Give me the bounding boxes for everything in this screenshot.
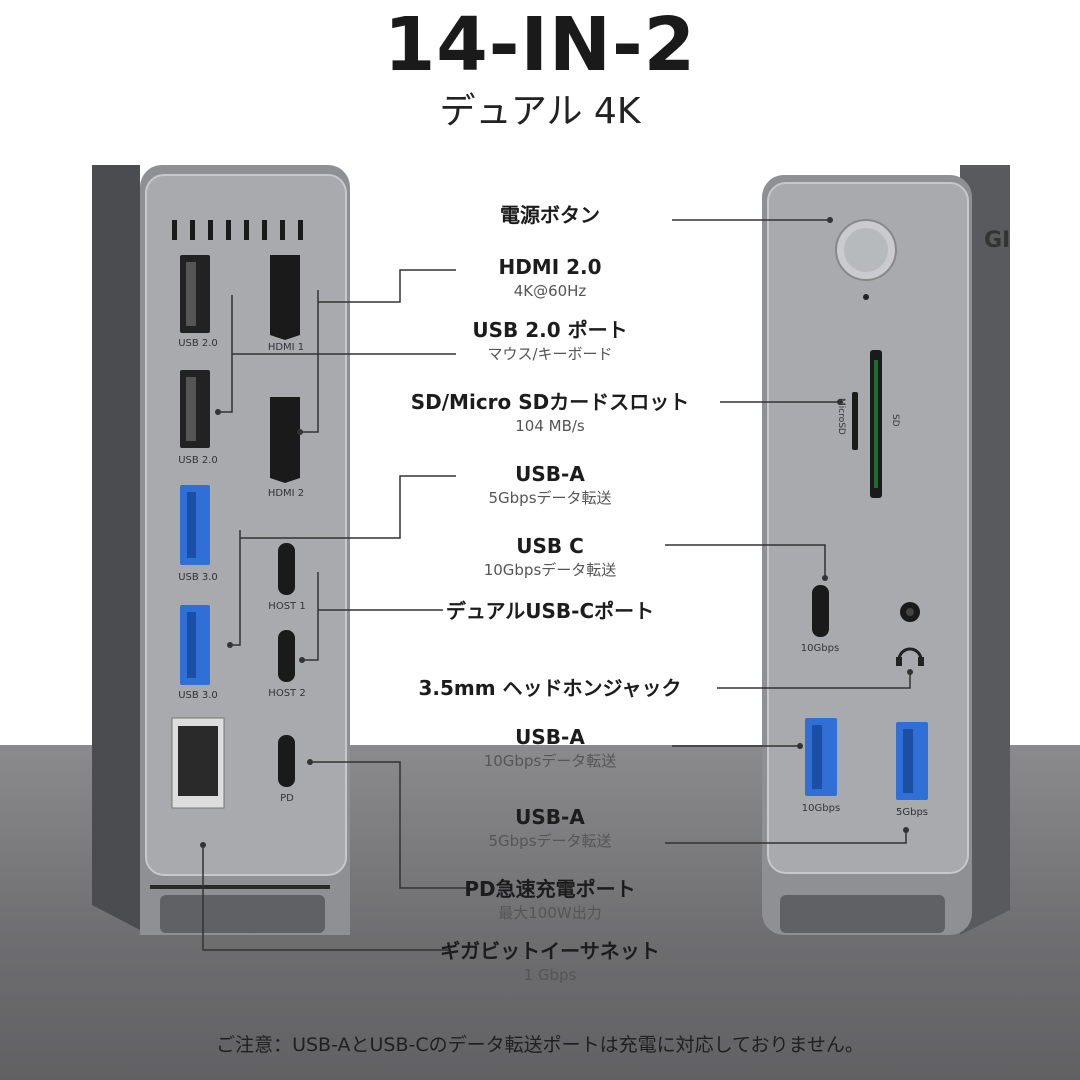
label-power-button: 電源ボタン	[390, 202, 710, 228]
label-usb2-sub: マウス/キーボード	[487, 345, 613, 363]
label-ethernet-title: ギガビットイーサネット	[440, 939, 660, 963]
footer-note: ご注意：USB-AとUSB-Cのデータ転送ポートは充電に対応しておりません。	[216, 1034, 864, 1056]
mark-sd: SD	[890, 414, 900, 427]
brand-mark: GI	[984, 228, 1011, 253]
label-usbc: USB C 10Gbpsデータ転送	[390, 533, 710, 581]
mark-usb2-a: USB 2.0	[178, 338, 218, 349]
mark-host2: HOST 2	[268, 688, 306, 699]
label-usba-5g: USB-A 5Gbpsデータ転送	[390, 461, 710, 509]
mark-host1: HOST 1	[268, 601, 306, 612]
usbc-front-port	[812, 585, 829, 637]
mark-usb2-b: USB 2.0	[178, 455, 218, 466]
mark-usb3-a: USB 3.0	[178, 572, 218, 583]
label-usbc-title: USB C	[516, 534, 584, 558]
page-title: 14-IN-2	[383, 2, 697, 88]
label-dual-usbc-title: デュアルUSB-Cポート	[445, 599, 655, 623]
label-sd: SD/Micro SDカードスロット 104 MB/s	[390, 389, 710, 437]
label-pd-sub: 最大100W出力	[498, 904, 602, 922]
hdmi-port-2	[270, 397, 300, 483]
label-usba-5g-b-title: USB-A	[515, 805, 585, 829]
label-hdmi: HDMI 2.0 4K@60Hz	[390, 254, 710, 302]
label-usba-10g-title: USB-A	[515, 725, 585, 749]
headphone-icon	[897, 647, 923, 661]
microsd-slot	[852, 392, 858, 450]
label-sd-title: SD/Micro SDカードスロット	[410, 390, 690, 414]
usbc-pd-port	[278, 735, 295, 787]
label-usba-5g-sub: 5Gbpsデータ転送	[488, 489, 612, 507]
label-usba-5g-b-sub: 5Gbpsデータ転送	[488, 832, 612, 850]
left-dock	[92, 165, 350, 935]
label-usba-5g-b: USB-A 5Gbpsデータ転送	[390, 804, 710, 852]
label-ethernet: ギガビットイーサネット 1 Gbps	[390, 938, 710, 986]
label-usba-5g-title: USB-A	[515, 462, 585, 486]
usbc-host1-port	[278, 543, 295, 595]
label-sd-sub: 104 MB/s	[515, 417, 585, 435]
mark-c10: 10Gbps	[800, 643, 840, 654]
label-audio: 3.5mm ヘッドホンジャック	[390, 675, 710, 701]
label-hdmi-title: HDMI 2.0	[498, 255, 602, 279]
label-pd-title: PD急速充電ポート	[464, 877, 636, 901]
leader-lines	[202, 219, 911, 951]
leader-dots	[200, 217, 913, 848]
label-power-title: 電源ボタン	[500, 203, 600, 227]
mark-pd: PD	[280, 793, 294, 804]
page-subtitle: デュアル 4K	[439, 91, 641, 132]
mark-a10: 10Gbps	[801, 803, 841, 814]
label-hdmi-sub: 4K@60Hz	[513, 282, 587, 300]
label-usba-10g: USB-A 10Gbpsデータ転送	[390, 724, 710, 772]
usbc-host2-port	[278, 630, 295, 682]
mark-hdmi1: HDMI 1	[267, 342, 305, 353]
label-usba-10g-sub: 10Gbpsデータ転送	[483, 752, 617, 770]
mark-a5: 5Gbps	[895, 807, 929, 818]
mark-hdmi2: HDMI 2	[267, 488, 305, 499]
hdmi-port-1	[270, 255, 300, 340]
right-dock	[762, 165, 1010, 935]
label-usbc-sub: 10Gbpsデータ転送	[483, 561, 617, 579]
label-ethernet-sub: 1 Gbps	[523, 966, 577, 984]
label-usb2: USB 2.0 ポート マウス/キーボード	[390, 317, 710, 365]
mark-microsd: MicroSD	[836, 398, 846, 435]
label-dual-usbc: デュアルUSB-Cポート	[390, 598, 710, 624]
mark-usb3-b: USB 3.0	[178, 690, 218, 701]
label-pd: PD急速充電ポート 最大100W出力	[390, 876, 710, 924]
label-usb2-title: USB 2.0 ポート	[472, 318, 628, 342]
label-audio-title: 3.5mm ヘッドホンジャック	[418, 676, 682, 700]
